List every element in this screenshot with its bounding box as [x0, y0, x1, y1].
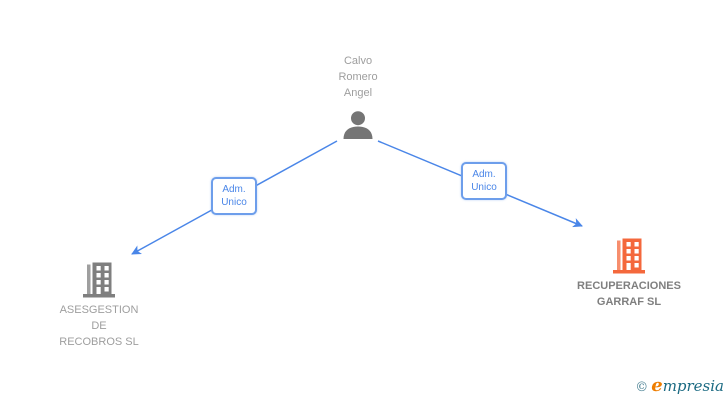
person-name[interactable]: Calvo Romero Angel [318, 53, 398, 101]
company-name-line: ASESGESTION [59, 304, 139, 316]
company-node-recuperaciones[interactable]: RECUPERACIONES GARRAF SL [572, 238, 686, 310]
relation-label-line: Unico [221, 197, 247, 208]
brand-text: mpresia [662, 377, 724, 395]
brand-initial: e [651, 375, 663, 396]
building-icon [83, 262, 115, 298]
relation-label-line: Unico [471, 182, 497, 193]
company-node-asesgestion[interactable]: ASESGESTION DE RECOBROS SL [42, 262, 156, 350]
building-icon [613, 238, 645, 274]
person-name-line: Angel [343, 87, 373, 99]
relation-label-left: Adm. Unico [211, 177, 257, 215]
relation-label-line: Adm. [472, 169, 496, 180]
company-name-line: GARRAF SL [596, 296, 662, 308]
company-name-asesgestion: ASESGESTION DE RECOBROS SL [59, 302, 138, 350]
company-name-line: DE [91, 320, 107, 332]
person-icon[interactable] [341, 111, 375, 139]
copyright-icon: © [635, 380, 649, 395]
person-name-line: Romero [338, 71, 378, 83]
company-name-line: RECOBROS SL [59, 336, 139, 348]
person-name-line: Calvo [343, 55, 373, 67]
company-name-recuperaciones: RECUPERACIONES GARRAF SL [577, 278, 681, 310]
empresia-logo[interactable]: © e mpresia [635, 375, 724, 396]
relation-label-line: Adm. [222, 184, 246, 195]
company-name-line: RECUPERACIONES [577, 280, 681, 292]
relation-label-right: Adm. Unico [461, 162, 507, 200]
